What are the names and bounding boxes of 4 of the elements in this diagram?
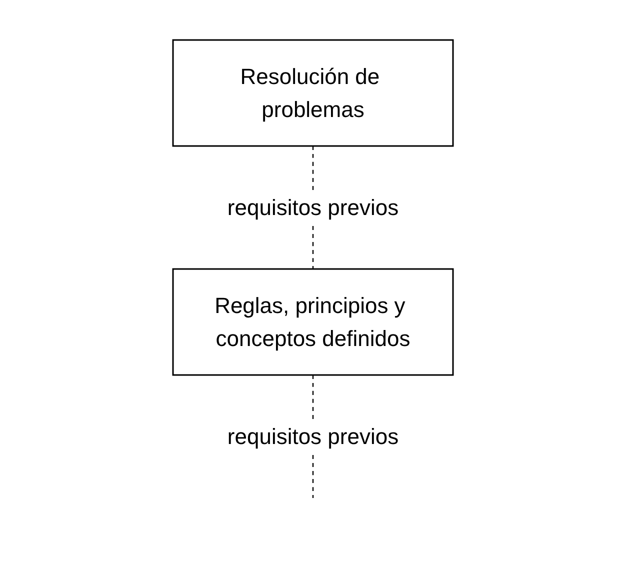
node-box: Resolución de problemas [172,38,454,146]
node-box: Reglas, principios y conceptos definidos [172,268,454,376]
edge-label: requisitos previos [226,194,398,220]
edge-label: requisitos previos [226,424,398,448]
